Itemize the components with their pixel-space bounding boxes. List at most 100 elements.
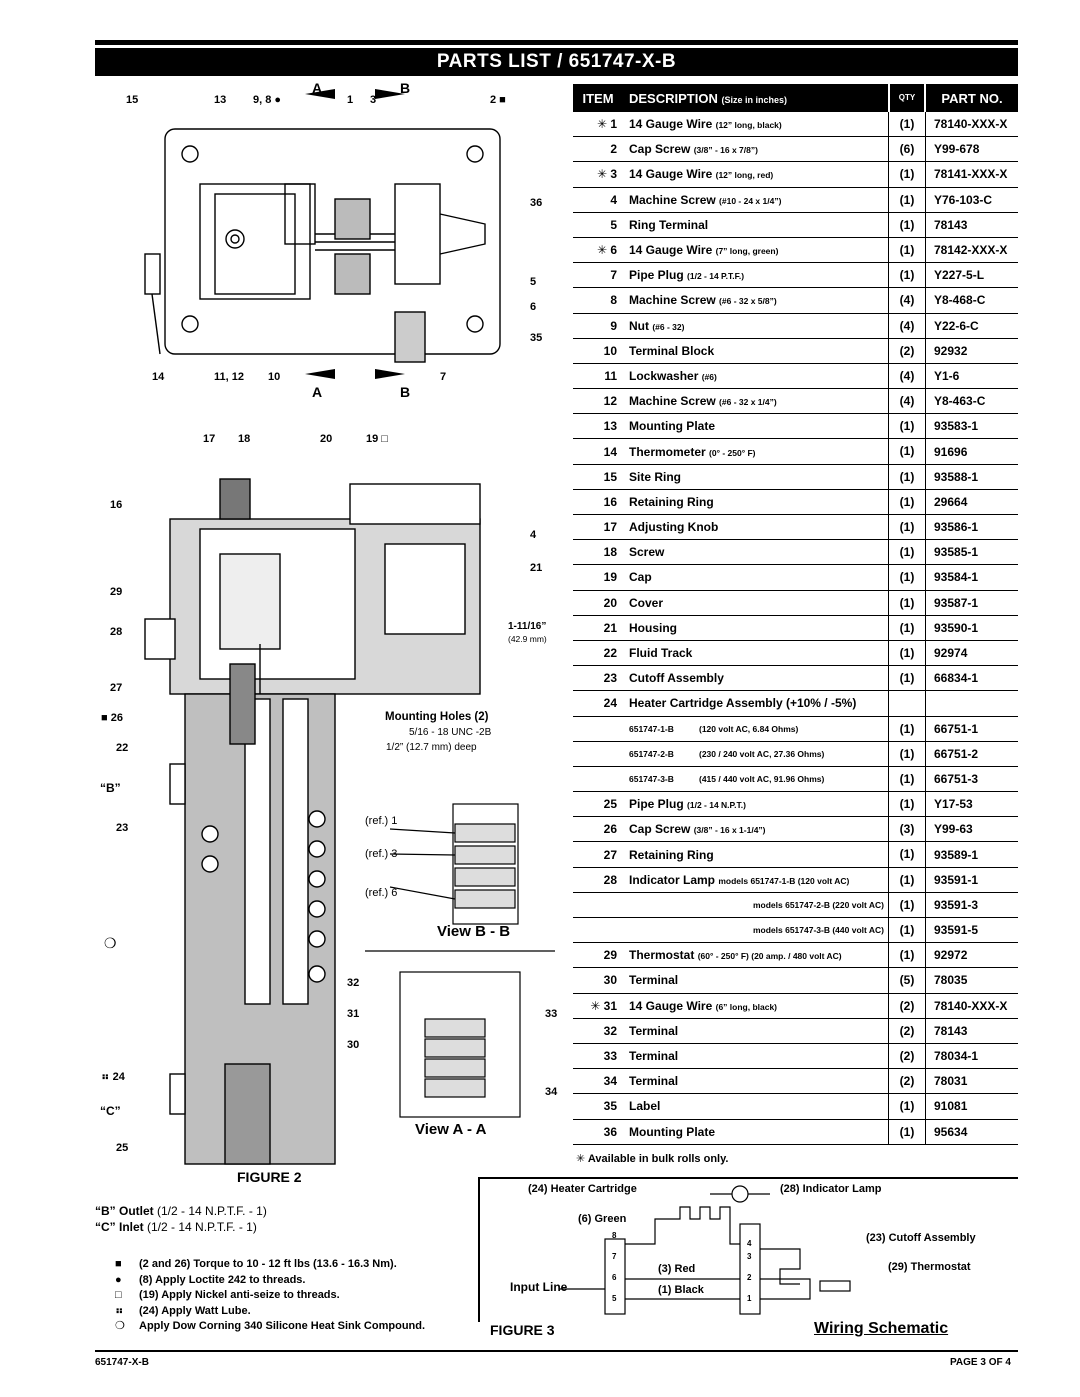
item-description: Nut (#6 - 32) <box>629 318 685 333</box>
item-description: 651747-1-B(120 volt AC, 6.84 Ohms) <box>629 723 799 734</box>
callout-23: 23 <box>116 822 129 834</box>
bulk-rolls-note: ✳ Available in bulk rolls only. <box>576 1153 729 1165</box>
wiring-cutoff-assembly-label: (23) Cutoff Assembly <box>866 1232 976 1244</box>
outlet-b-spec: “B” Outlet (1/2 - 14 N.P.T.F. - 1) <box>95 1204 267 1218</box>
table-row: 651747-2-B(230 / 240 volt AC, 27.36 Ohms… <box>573 741 1018 767</box>
item-qty: (4) <box>888 313 926 338</box>
item-part-number: 78141-XXX-X <box>934 167 1008 182</box>
item-number: 32 <box>603 1023 617 1038</box>
callout-section-a-bottom: A <box>312 384 323 400</box>
callout-1: 1 <box>347 94 354 106</box>
item-number: 16 <box>603 494 617 509</box>
item-description: Indicator Lamp models 651747-1-B (120 vo… <box>629 872 850 887</box>
item-number: 18 <box>603 545 617 560</box>
dimension-label: 1-11/16” <box>508 621 547 632</box>
callout-13: 13 <box>214 94 227 106</box>
note-symbol: ■ <box>115 1258 122 1270</box>
item-description: Mounting Plate <box>629 419 715 434</box>
footer-page-number: PAGE 3 OF 4 <box>950 1357 1011 1368</box>
mounting-holes-thread: 5/16 - 18 UNC -2B <box>409 727 492 738</box>
note-line: □ (19) Apply Nickel anti-seize to threads… <box>115 1288 425 1304</box>
item-qty: (1) <box>888 414 926 439</box>
item-qty: (1) <box>888 112 926 137</box>
item-qty: (6) <box>888 137 926 162</box>
terminal-2-label: 2 <box>747 1273 752 1282</box>
callout-21: 21 <box>530 562 543 574</box>
item-qty: (1) <box>888 867 926 892</box>
item-number: ✳ 6 <box>596 243 617 258</box>
wiring-indicator-lamp-label: (28) Indicator Lamp <box>780 1183 882 1195</box>
inlet-c-spec: “C” Inlet (1/2 - 14 N.P.T.F. - 1) <box>95 1220 257 1234</box>
item-qty: (1) <box>888 1094 926 1119</box>
callout-22: 22 <box>116 742 129 754</box>
item-part-number: 29664 <box>934 494 968 509</box>
item-number: 29 <box>603 948 617 963</box>
figure-2-drawing <box>144 89 555 1165</box>
item-qty: (1) <box>888 792 926 817</box>
item-description: Machine Screw (#6 - 32 x 5/8”) <box>629 293 777 308</box>
parts-table: ITEM DESCRIPTION (Size in inches) QTY PA… <box>573 84 1018 1145</box>
wiring-green-wire-label: (6) Green <box>578 1213 627 1225</box>
item-description: Mounting Plate <box>629 1124 715 1139</box>
note-symbol: □ <box>115 1289 122 1301</box>
mounting-holes-title: Mounting Holes (2) <box>385 711 489 723</box>
item-number: 23 <box>603 671 617 686</box>
item-qty: (1) <box>888 263 926 288</box>
item-description: Pipe Plug (1/2 - 14 P.T.F.) <box>629 268 745 283</box>
item-number: ✳ 1 <box>596 117 617 132</box>
item-part-number: Y99-678 <box>934 142 980 157</box>
callout-14: 14 <box>152 371 165 383</box>
callout-36: 36 <box>530 197 543 209</box>
item-number: 26 <box>603 822 617 837</box>
callout-24: ⠶ 24 <box>101 1071 125 1083</box>
note-text: (19) Apply Nickel anti-seize to threads. <box>139 1289 340 1301</box>
note-symbol: ⠶ <box>115 1304 124 1317</box>
footer-rule <box>95 1350 1018 1352</box>
callout-16: 16 <box>110 499 123 511</box>
item-number: 33 <box>603 1049 617 1064</box>
item-description: Terminal <box>629 973 679 988</box>
item-number: 25 <box>603 797 617 812</box>
item-qty: (4) <box>888 389 926 414</box>
side-view-body <box>144 478 481 704</box>
terminal-4-label: 4 <box>747 1239 752 1248</box>
item-part-number: 66834-1 <box>934 671 979 686</box>
item-qty: (1) <box>888 590 926 615</box>
table-row: models 651747-2-B (220 volt AC)(1)93591-… <box>573 892 1018 918</box>
item-part-number: Y22-6-C <box>934 318 979 333</box>
callout-3: 3 <box>370 94 377 106</box>
item-qty: (1) <box>888 615 926 640</box>
item-qty: (5) <box>888 968 926 993</box>
wiring-black-wire-label: (1) Black <box>658 1284 704 1296</box>
item-qty: (2) <box>888 993 926 1018</box>
item-description: Terminal Block <box>629 343 715 358</box>
callout-section-b-top: B <box>400 80 411 96</box>
item-qty: (1) <box>888 943 926 968</box>
callout-30: 30 <box>347 1039 360 1051</box>
callout-5: 5 <box>530 276 537 288</box>
wiring-schematic-title: Wiring Schematic <box>814 1320 949 1337</box>
header-qty: QTY <box>888 84 926 112</box>
item-description: 14 Gauge Wire (7” long, green) <box>629 243 779 258</box>
item-part-number: 93591-3 <box>934 897 979 912</box>
note-symbol: ● <box>115 1273 122 1286</box>
mounting-holes-depth: 1/2” (12.7 mm) deep <box>386 742 477 753</box>
terminal-block-aa <box>399 971 521 1118</box>
item-qty: (3) <box>888 817 926 842</box>
note-line: ❍Apply Dow Corning 340 Silicone Heat Sin… <box>115 1319 425 1335</box>
item-part-number: 92972 <box>934 948 968 963</box>
item-qty: (1) <box>888 212 926 237</box>
